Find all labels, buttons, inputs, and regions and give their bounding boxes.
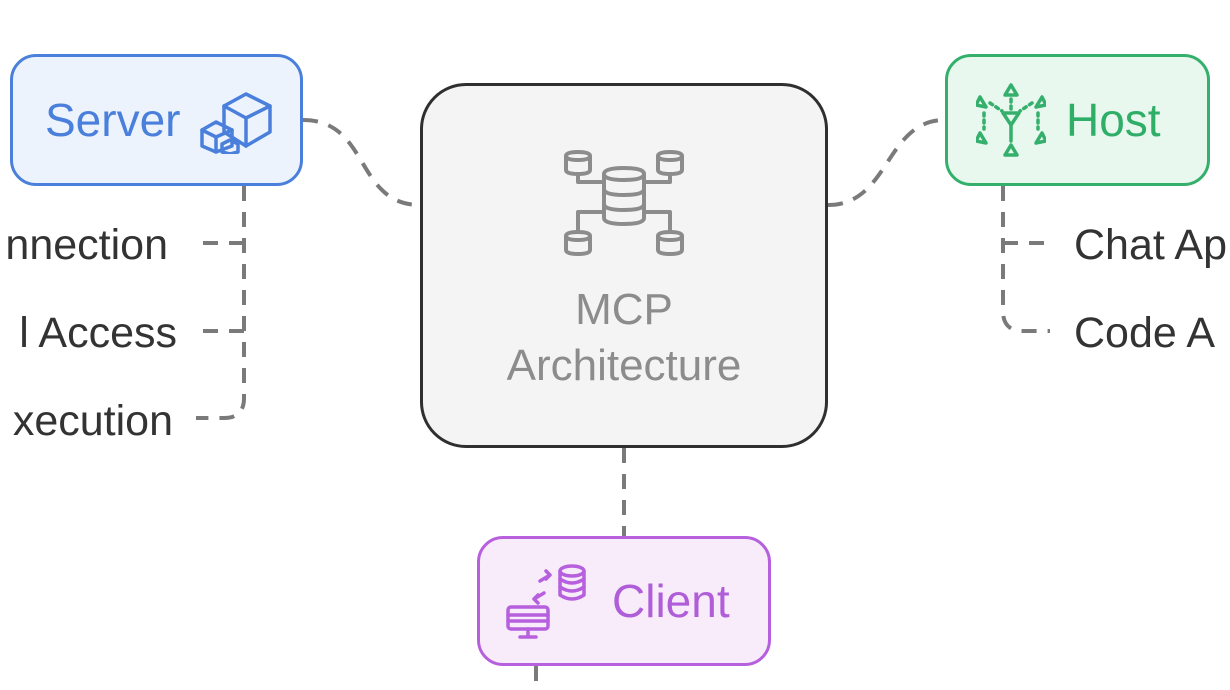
network-nodes-icon [976,83,1046,157]
connector-host-center [827,118,946,207]
host-node: Host [945,54,1210,186]
server-item-access: l Access [19,309,177,357]
server-item-connection: nnection [5,221,168,269]
mcp-architecture-node: MCP Architecture [420,83,828,448]
server-node: Server [10,54,303,186]
client-node: Client [477,536,771,666]
computer-database-sync-icon [506,564,586,639]
server-item-execution: xecution [12,397,173,445]
host-item-code-app: Code A [1074,309,1216,357]
center-title-line2: Architecture [506,341,742,390]
client-label: Client [612,575,730,627]
host-label: Host [1066,94,1161,146]
connector-server-center [302,118,421,207]
host-item-chat-app: Chat Ap [1074,221,1227,269]
connector-server-trunk [196,186,246,420]
connector-host-trunk [1001,186,1050,333]
database-network-icon [564,150,684,256]
center-title-line1: MCP [575,285,673,334]
boxes-icon [200,92,273,154]
server-label: Server [45,94,181,146]
